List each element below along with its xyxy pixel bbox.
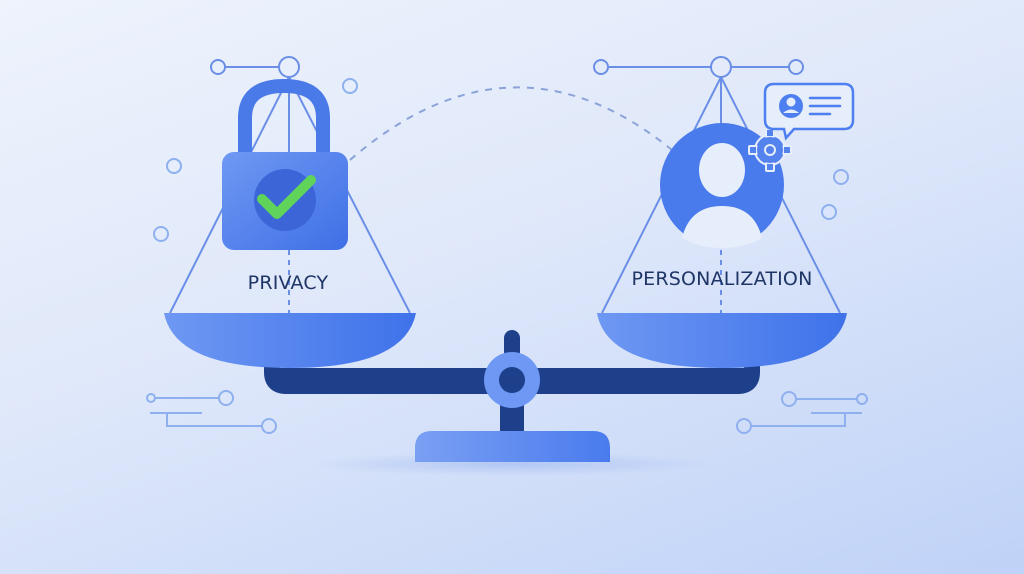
padlock-check-icon [222, 78, 348, 250]
profile-card-speech-bubble-icon [763, 82, 855, 141]
left-hanger [169, 56, 411, 314]
gear-icon [748, 128, 792, 172]
scale-fulcrum [312, 330, 712, 476]
circuit-traces-right [736, 391, 868, 434]
privacy-label: PRIVACY [247, 272, 329, 294]
dashed-connection-arc [349, 86, 673, 161]
personalization-label: PERSONALIZATION [631, 268, 813, 290]
left-pan [164, 313, 416, 368]
checkmark-icon [257, 175, 316, 219]
circuit-traces-left [146, 390, 277, 434]
decorative-circles [153, 78, 849, 242]
right-pan [597, 313, 847, 368]
